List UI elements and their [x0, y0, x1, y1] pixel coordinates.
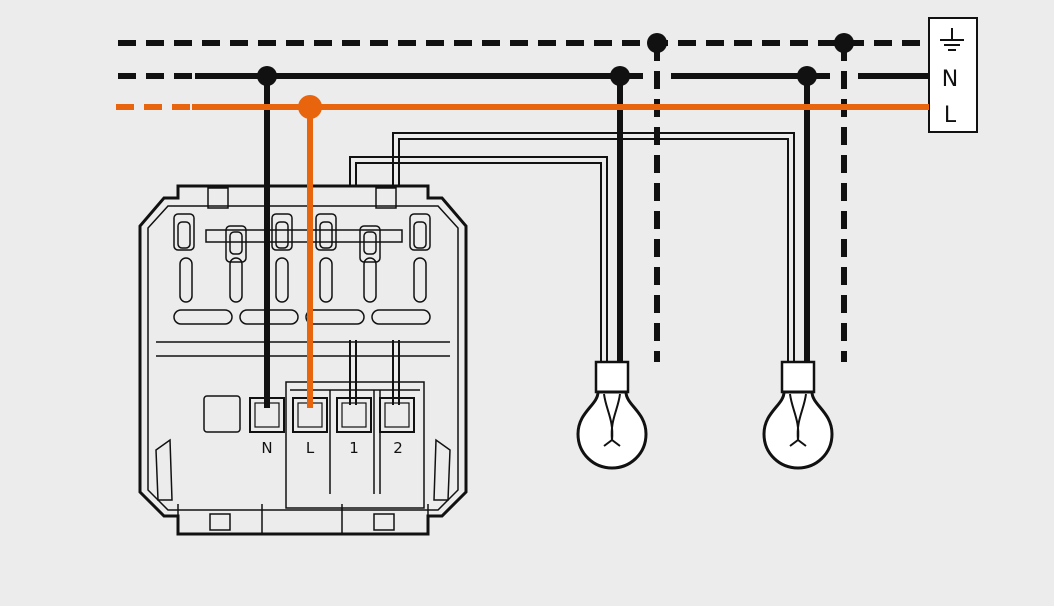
light-bulb-icon [762, 360, 834, 470]
supply-terminal-block: N L [928, 17, 978, 133]
module-button [203, 395, 241, 433]
earth-junction-2 [834, 33, 854, 53]
earth-wires [118, 40, 929, 362]
terminal-1 [336, 397, 372, 433]
supply-neutral-label: N [942, 67, 958, 92]
earth-icon [940, 28, 964, 51]
light-bulb-icon [576, 360, 648, 470]
module-slots-top [173, 213, 431, 263]
supply-line-label: L [944, 103, 957, 128]
neutral-junction-module [257, 66, 277, 86]
neutral-junction-lamp-1 [610, 66, 630, 86]
terminal-screws [249, 397, 415, 433]
terminal-2 [379, 397, 415, 433]
terminal-label-2: 2 [393, 439, 403, 457]
terminal-label-n: N [261, 439, 272, 457]
terminal-label-l: L [306, 439, 315, 457]
earth-junction-1 [647, 33, 667, 53]
module-slots-middle [179, 257, 427, 303]
terminal-label-1: 1 [349, 439, 359, 457]
module-housing [138, 184, 468, 536]
terminal-labels: N L 1 2 [261, 439, 402, 457]
switch-module [138, 184, 468, 536]
neutral-junction-lamp-2 [797, 66, 817, 86]
line-junction [298, 95, 322, 119]
